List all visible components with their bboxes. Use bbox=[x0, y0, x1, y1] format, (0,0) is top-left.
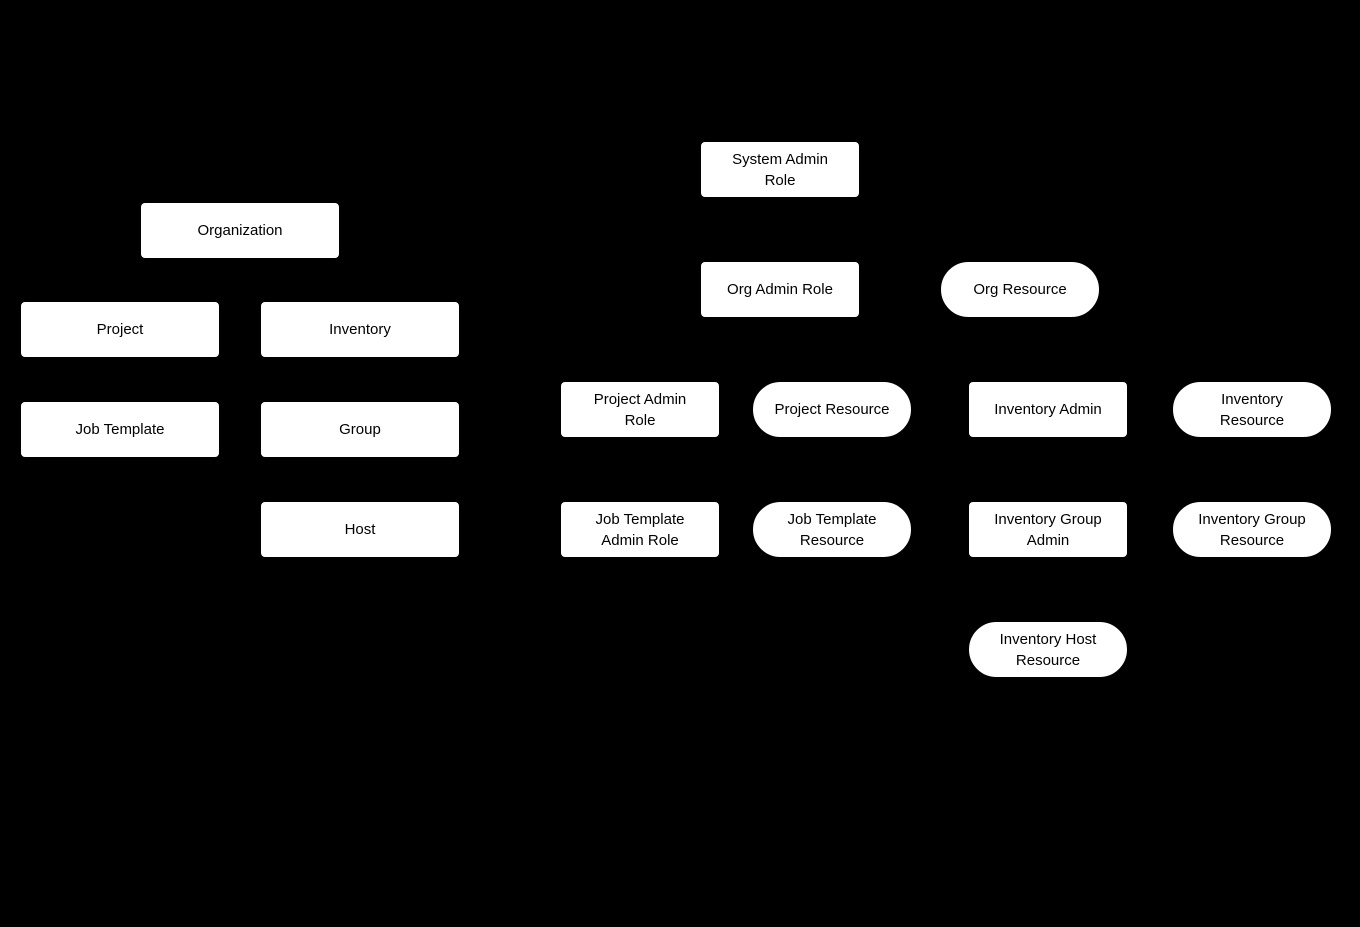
node-inventory-group-admin: Inventory Group Admin bbox=[969, 502, 1127, 557]
node-project-resource: Project Resource bbox=[753, 382, 911, 437]
node-job-template: Job Template bbox=[21, 402, 219, 457]
node-label-inventory-admin: Inventory Admin bbox=[994, 401, 1102, 418]
node-label-job-template-admin-role: Job Template Admin Role bbox=[595, 510, 685, 549]
node-group: Group bbox=[261, 402, 459, 457]
node-inventory-admin: Inventory Admin bbox=[969, 382, 1127, 437]
node-label-org-admin-role: Org Admin Role bbox=[727, 281, 833, 298]
node-inventory: Inventory bbox=[261, 302, 459, 357]
node-organization: Organization bbox=[141, 203, 339, 258]
node-org-admin-role: Org Admin Role bbox=[701, 262, 859, 317]
node-project: Project bbox=[21, 302, 219, 357]
node-org-resource: Org Resource bbox=[941, 262, 1099, 317]
node-label-project: Project bbox=[96, 321, 144, 338]
node-job-template-resource: Job Template Resource bbox=[753, 502, 911, 557]
node-label-organization: Organization bbox=[197, 222, 283, 239]
node-inventory-host-resource: Inventory Host Resource bbox=[969, 622, 1127, 677]
node-project-admin-role: Project Admin Role bbox=[561, 382, 719, 437]
node-host: Host bbox=[261, 502, 459, 557]
node-label-inventory-host-resource: Inventory Host Resource bbox=[999, 630, 1097, 669]
node-label-project-resource: Project Resource bbox=[774, 401, 890, 418]
node-label-org-resource: Org Resource bbox=[973, 281, 1067, 298]
node-inventory-group-resource: Inventory Group Resource bbox=[1173, 502, 1331, 557]
node-label-project-admin-role: Project Admin Role bbox=[593, 390, 687, 429]
node-label-system-admin-role: System Admin Role bbox=[732, 150, 828, 189]
node-label-group: Group bbox=[339, 421, 381, 438]
node-inventory-resource: Inventory Resource bbox=[1173, 382, 1331, 437]
node-label-host: Host bbox=[344, 521, 376, 538]
node-label-inventory: Inventory bbox=[329, 321, 391, 338]
node-label-job-template-resource: Job Template Resource bbox=[787, 510, 877, 549]
node-system-admin-role: System Admin Role bbox=[701, 142, 859, 197]
node-label-inventory-group-admin: Inventory Group Admin bbox=[994, 510, 1102, 549]
node-label-inventory-group-resource: Inventory Group Resource bbox=[1198, 510, 1306, 549]
node-job-template-admin-role: Job Template Admin Role bbox=[561, 502, 719, 557]
node-label-job-template: Job Template bbox=[75, 421, 165, 438]
node-label-inventory-resource: Inventory Resource bbox=[1219, 390, 1285, 429]
